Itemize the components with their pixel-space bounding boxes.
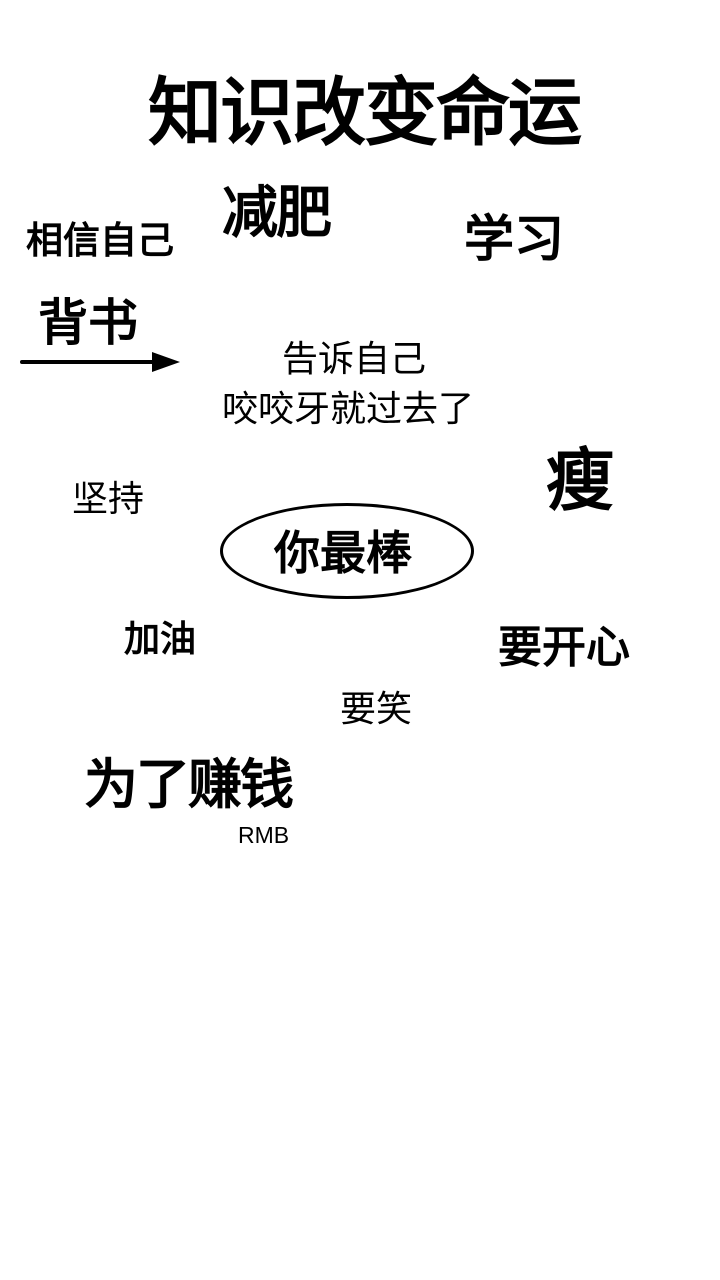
- word-believe-yourself: 相信自己: [26, 219, 174, 262]
- word-grit-teeth: 咬咬牙就过去了: [222, 389, 475, 430]
- page-title: 知识改变命运: [148, 70, 582, 156]
- word-persist: 坚持: [72, 479, 145, 520]
- word-study: 学习: [464, 210, 564, 268]
- word-smile: 要笑: [340, 689, 413, 730]
- word-make-money: 为了赚钱: [84, 753, 294, 816]
- word-thin: 瘦: [546, 442, 615, 521]
- word-keep-going: 加油: [124, 619, 197, 660]
- word-be-happy: 要开心: [498, 622, 630, 673]
- word-you-are-best: 你最棒: [274, 526, 412, 580]
- word-rmb: RMB: [238, 822, 290, 848]
- oval-frame: [220, 503, 474, 599]
- word-tell-yourself: 告诉自己: [282, 339, 427, 380]
- arrow-right-icon: [20, 352, 180, 372]
- word-lose-weight: 减肥: [222, 181, 332, 246]
- word-recite: 背书: [38, 294, 138, 352]
